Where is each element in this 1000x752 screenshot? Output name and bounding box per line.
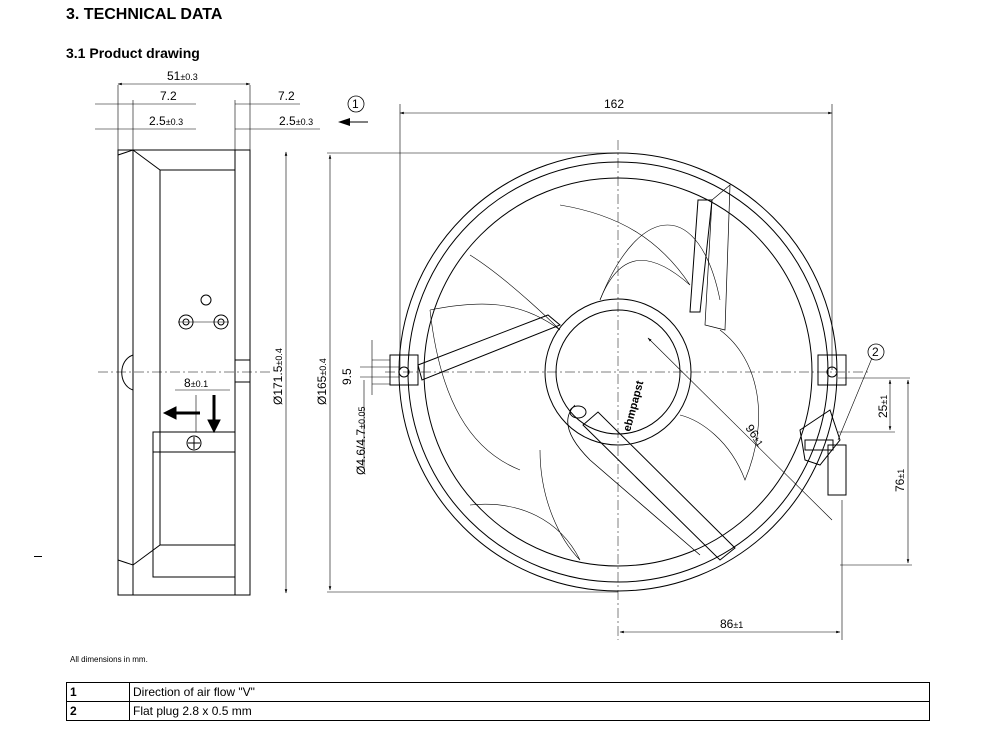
dim-outer-diameter: Ø171.5±0.4 [271,348,285,405]
dim-plug-height: 25±1 [876,395,890,418]
dim-plug-vertical: 76±1 [893,469,907,492]
dim-right-flange: 7.2 [278,89,295,103]
legend-table: 1 Direction of air flow "V" 2 Flat plug … [66,682,930,721]
side-view [95,82,320,596]
dim-right-thickness: 2.5±0.3 [279,114,313,128]
dim-radius: 96±1 [743,422,768,449]
margin-mark [34,556,42,557]
dim-plug-horizontal: 86±1 [720,617,743,631]
dim-hole-diameter: Ø4.6/4.7±0.05 [354,407,368,476]
front-view [327,104,912,640]
dim-left-flange: 7.2 [160,89,177,103]
legend-row: 2 Flat plug 2.8 x 0.5 mm [66,701,930,721]
dim-left-thickness: 2.5±0.3 [149,114,183,128]
dim-mount-diameter: Ø165±0.4 [315,358,329,405]
legend-row: 1 Direction of air flow "V" [66,682,930,702]
section-heading: 3. TECHNICAL DATA [66,6,223,23]
legend-number: 1 [66,682,130,702]
legend-number: 2 [66,701,130,721]
dim-width: 162 [604,97,624,111]
dim-overall-width: 51±0.3 [167,69,198,83]
dimensions-footnote: All dimensions in mm. [70,655,148,664]
svg-text:2: 2 [872,345,879,359]
legend-text: Flat plug 2.8 x 0.5 mm [129,701,930,721]
callout-airflow: 1 [338,95,368,126]
legend-text: Direction of air flow "V" [129,682,930,702]
hub-label: ebmpapst [621,379,646,433]
dim-hole-offset: 9.5 [340,368,354,385]
product-drawing: 51±0.3 7.2 7.2 2.5±0.3 2.5±0.3 8±0.1 Ø17… [95,69,912,640]
dim-terminal-offset: 8±0.1 [184,376,208,390]
callout-plug: 2 [867,343,885,361]
subsection-heading: 3.1 Product drawing [66,45,200,61]
svg-text:1: 1 [352,97,359,111]
side-view-labels: 51±0.3 7.2 7.2 2.5±0.3 2.5±0.3 8±0.1 Ø17… [149,69,313,405]
